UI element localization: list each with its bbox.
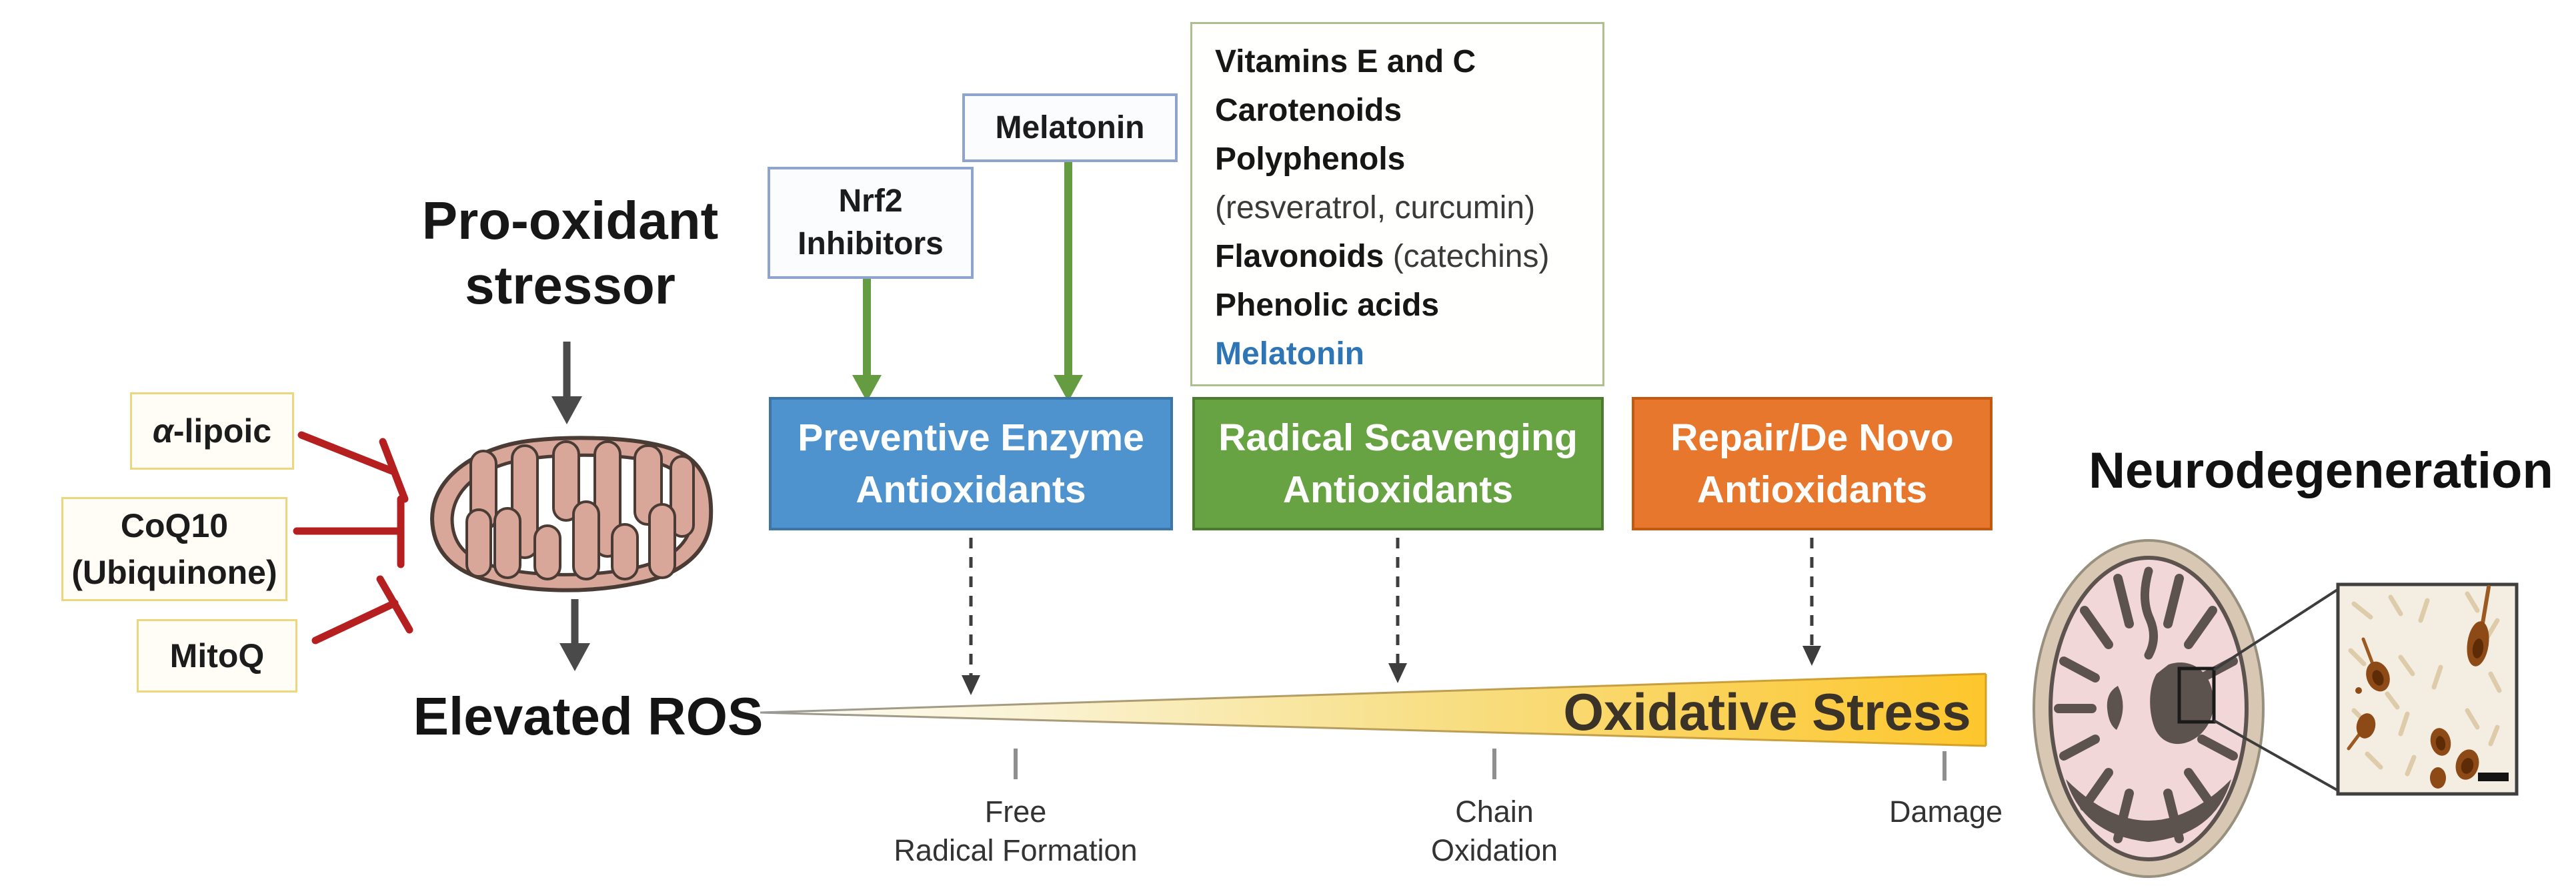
brain-illustration	[2033, 539, 2341, 878]
inhibition-tbar-alpha-lipoic	[297, 431, 409, 503]
coq10-box: CoQ10 (Ubiquinone)	[61, 497, 287, 601]
melatonin-box: Melatonin	[962, 93, 1178, 162]
alpha-lipoic-label: α-lipoic	[152, 412, 272, 450]
brain-zoom-rectangle	[2177, 666, 2216, 724]
stressor-line1: Pro-oxidant	[421, 191, 719, 250]
category-scavenging-box: Radical Scavenging Antioxidants	[1192, 397, 1604, 530]
green-arrow-nrf2	[852, 278, 882, 402]
list-line-vitamins: Vitamins E and C	[1215, 44, 1476, 79]
mitoq-box: MitoQ	[137, 619, 297, 693]
down-arrow-ros	[559, 599, 590, 671]
preventive-line1: Preventive Enzyme	[798, 416, 1144, 459]
dashed-arrow-scavenging	[1388, 538, 1407, 683]
melatonin-label: Melatonin	[995, 110, 1145, 145]
nrf2-line1: Nrf2	[838, 183, 903, 219]
category-preventive-box: Preventive Enzyme Antioxidants	[769, 397, 1173, 530]
coq10-line2: (Ubiquinone)	[71, 554, 277, 591]
list-line-flavonoids: Flavonoids (catechins)	[1215, 239, 1550, 274]
coq10-line1: CoQ10	[120, 507, 229, 544]
list-line-carotenoids: Carotenoids	[1215, 93, 1402, 128]
nrf2-inhibitors-box: Nrf2 Inhibitors	[768, 167, 974, 279]
oxidative-stress-label: Oxidative Stress	[1563, 683, 1971, 741]
mitochondrion-illustration	[429, 436, 714, 592]
mitoq-label: MitoQ	[169, 637, 265, 675]
dashed-arrow-repair	[1802, 538, 1821, 666]
list-line-resveratrol: (resveratrol, curcumin)	[1215, 190, 1536, 226]
repair-line2: Antioxidants	[1696, 468, 1928, 511]
list-line-polyphenols: Polyphenols	[1215, 141, 1406, 177]
pro-oxidant-stressor-title: Pro-oxidant stressor	[363, 188, 777, 318]
inhibition-tbar-coq10	[293, 495, 405, 568]
green-arrow-melatonin	[1054, 160, 1083, 402]
histology-inset	[2336, 582, 2519, 796]
neurodegeneration-title: Neurodegeneration	[2089, 442, 2553, 499]
stage-label-free-radical-formation: Free Radical Formation	[894, 795, 1138, 867]
down-arrow-stressor	[551, 342, 582, 424]
repair-line1: Repair/De Novo	[1670, 416, 1954, 459]
list-line-melatonin: Melatonin	[1215, 336, 1364, 372]
stage-label-chain-oxidation: Chain Oxidation	[1430, 795, 1558, 867]
nrf2-line2: Inhibitors	[798, 226, 944, 262]
scavenging-line2: Antioxidants	[1282, 468, 1514, 511]
alpha-lipoic-box: α-lipoic	[130, 392, 294, 470]
oxidative-stress-wedge	[760, 673, 1987, 747]
scale-bar	[2478, 773, 2509, 781]
inhibition-tbar-mitoq	[311, 575, 413, 644]
radical-scavenger-list-box: Vitamins E and C Carotenoids Polyphenols…	[1190, 22, 1604, 386]
list-line-phenolic-acids: Phenolic acids	[1215, 288, 1440, 323]
stressor-line2: stressor	[465, 256, 676, 315]
stage-label-damage: Damage	[1888, 795, 2003, 829]
elevated-ros-label: Elevated ROS	[413, 687, 764, 746]
stained-neurons	[2347, 585, 2491, 789]
scavenging-line1: Radical Scavenging	[1218, 416, 1578, 459]
preventive-line2: Antioxidants	[856, 468, 1086, 511]
dashed-arrow-preventive	[962, 538, 980, 695]
category-repair-box: Repair/De Novo Antioxidants	[1632, 397, 1993, 530]
